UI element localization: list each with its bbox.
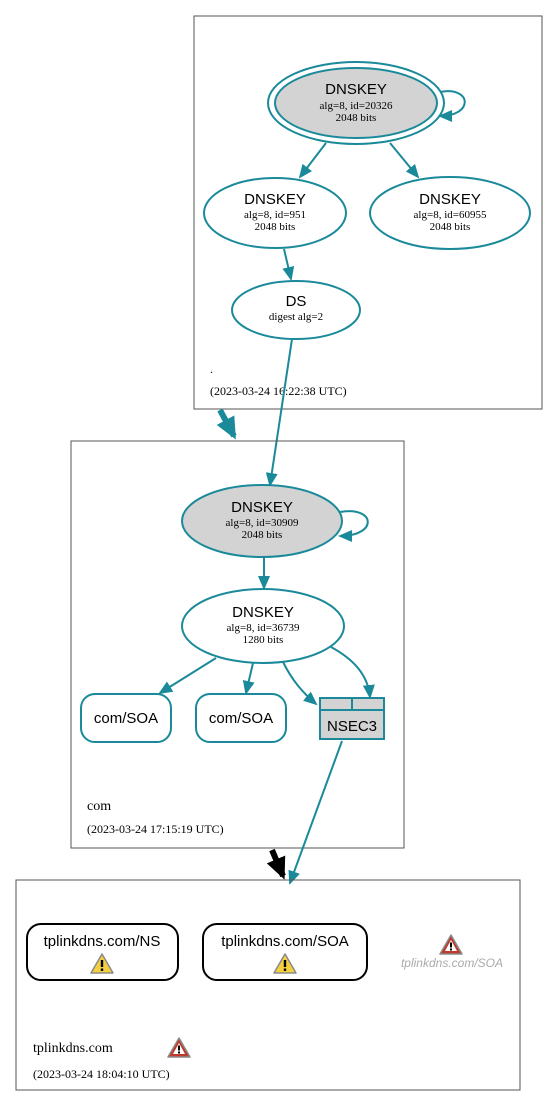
warning-yellow-icon (90, 953, 114, 974)
com-ksk-node[interactable]: DNSKEY alg=8, id=30909 2048 bits (181, 484, 343, 558)
com-zone-timestamp: (2023-03-24 17:15:19 UTC) (87, 822, 224, 836)
tplinkdns-zone-name: tplinkdns.com (33, 1041, 113, 1056)
root-ksk-title: DNSKEY (325, 81, 387, 98)
com-soa-1-node[interactable]: com/SOA (80, 693, 172, 743)
edge-zsk951-to-ds (282, 248, 295, 281)
delegation-com-to-tplinkdns (266, 848, 286, 880)
root-zsk1-title: DNSKEY (244, 191, 306, 208)
tplinkdns-ns-label: tplinkdns.com/NS (44, 933, 161, 950)
root-zsk2-line1: alg=8, id=60955 (414, 209, 487, 221)
com-zsk-title: DNSKEY (232, 604, 294, 621)
edge-com-zsk-to-nsec3-b (330, 646, 375, 699)
com-zsk-node[interactable]: DNSKEY alg=8, id=36739 1280 bits (181, 588, 345, 664)
root-zone-name: . (210, 362, 213, 376)
warning-yellow-icon (273, 953, 297, 974)
root-ds-node[interactable]: DS digest alg=2 (231, 280, 361, 340)
tplinkdns-soa-node[interactable]: tplinkdns.com/SOA (202, 923, 368, 981)
com-soa-1-label: com/SOA (94, 710, 158, 727)
com-ksk-line2: 2048 bits (242, 529, 283, 541)
com-soa-2-node[interactable]: com/SOA (195, 693, 287, 743)
zone-tplinkdns-box (15, 879, 521, 1091)
root-zsk1-line1: alg=8, id=951 (244, 209, 306, 221)
edge-nsec3-to-tplinkdns (288, 740, 343, 885)
com-ksk-title: DNSKEY (231, 499, 293, 516)
edge-ds-to-com-ksk (265, 338, 293, 487)
zone-root-box (193, 15, 543, 410)
root-zone-timestamp: (2023-03-24 16:22:38 UTC) (210, 384, 347, 398)
edge-com-zsk-to-soa1 (158, 657, 217, 695)
warning-red-icon (439, 934, 463, 955)
tplinkdns-soa-label: tplinkdns.com/SOA (221, 933, 349, 950)
root-ksk-line2: 2048 bits (336, 112, 377, 124)
com-zone-name: com (87, 799, 111, 814)
root-ksk-node[interactable]: DNSKEY alg=8, id=20326 2048 bits (267, 61, 445, 145)
com-ksk-self-edge (338, 510, 369, 542)
root-zsk2-line2: 2048 bits (430, 221, 471, 233)
delegation-root-to-com (216, 408, 237, 440)
edge-com-zsk-to-nsec3-a (282, 661, 318, 706)
tplinkdns-ns-node[interactable]: tplinkdns.com/NS (26, 923, 179, 981)
zone-com-box (70, 440, 405, 849)
root-zsk-951-node[interactable]: DNSKEY alg=8, id=951 2048 bits (203, 177, 347, 249)
com-ksk-line1: alg=8, id=30909 (226, 517, 299, 529)
tplinkdns-ghost-soa-label: tplinkdns.com/SOA (401, 956, 503, 970)
tplinkdns-zone-timestamp: (2023-03-24 18:04:10 UTC) (33, 1067, 170, 1081)
warning-red-icon (167, 1037, 191, 1058)
root-zsk-60955-node[interactable]: DNSKEY alg=8, id=60955 2048 bits (369, 176, 531, 250)
root-zsk2-title: DNSKEY (419, 191, 481, 208)
tplinkdns-ghost-soa-node[interactable]: tplinkdns.com/SOA (401, 934, 503, 970)
com-zsk-line1: alg=8, id=36739 (227, 622, 300, 634)
edge-ksk-to-zsk951 (298, 142, 327, 179)
com-zsk-line2: 1280 bits (243, 634, 284, 646)
com-nsec3-node[interactable]: NSEC3 (319, 697, 385, 740)
com-soa-2-label: com/SOA (209, 710, 273, 727)
com-nsec3-label: NSEC3 (327, 718, 377, 735)
root-ksk-self-edge (438, 90, 466, 122)
root-ds-title: DS (286, 293, 307, 310)
edge-ksk-to-zsk60955 (389, 142, 420, 179)
root-ds-line1: digest alg=2 (269, 311, 323, 323)
edge-com-zsk-to-soa2 (242, 662, 255, 695)
root-zsk1-line2: 2048 bits (255, 221, 296, 233)
root-ksk-line1: alg=8, id=20326 (320, 100, 393, 112)
